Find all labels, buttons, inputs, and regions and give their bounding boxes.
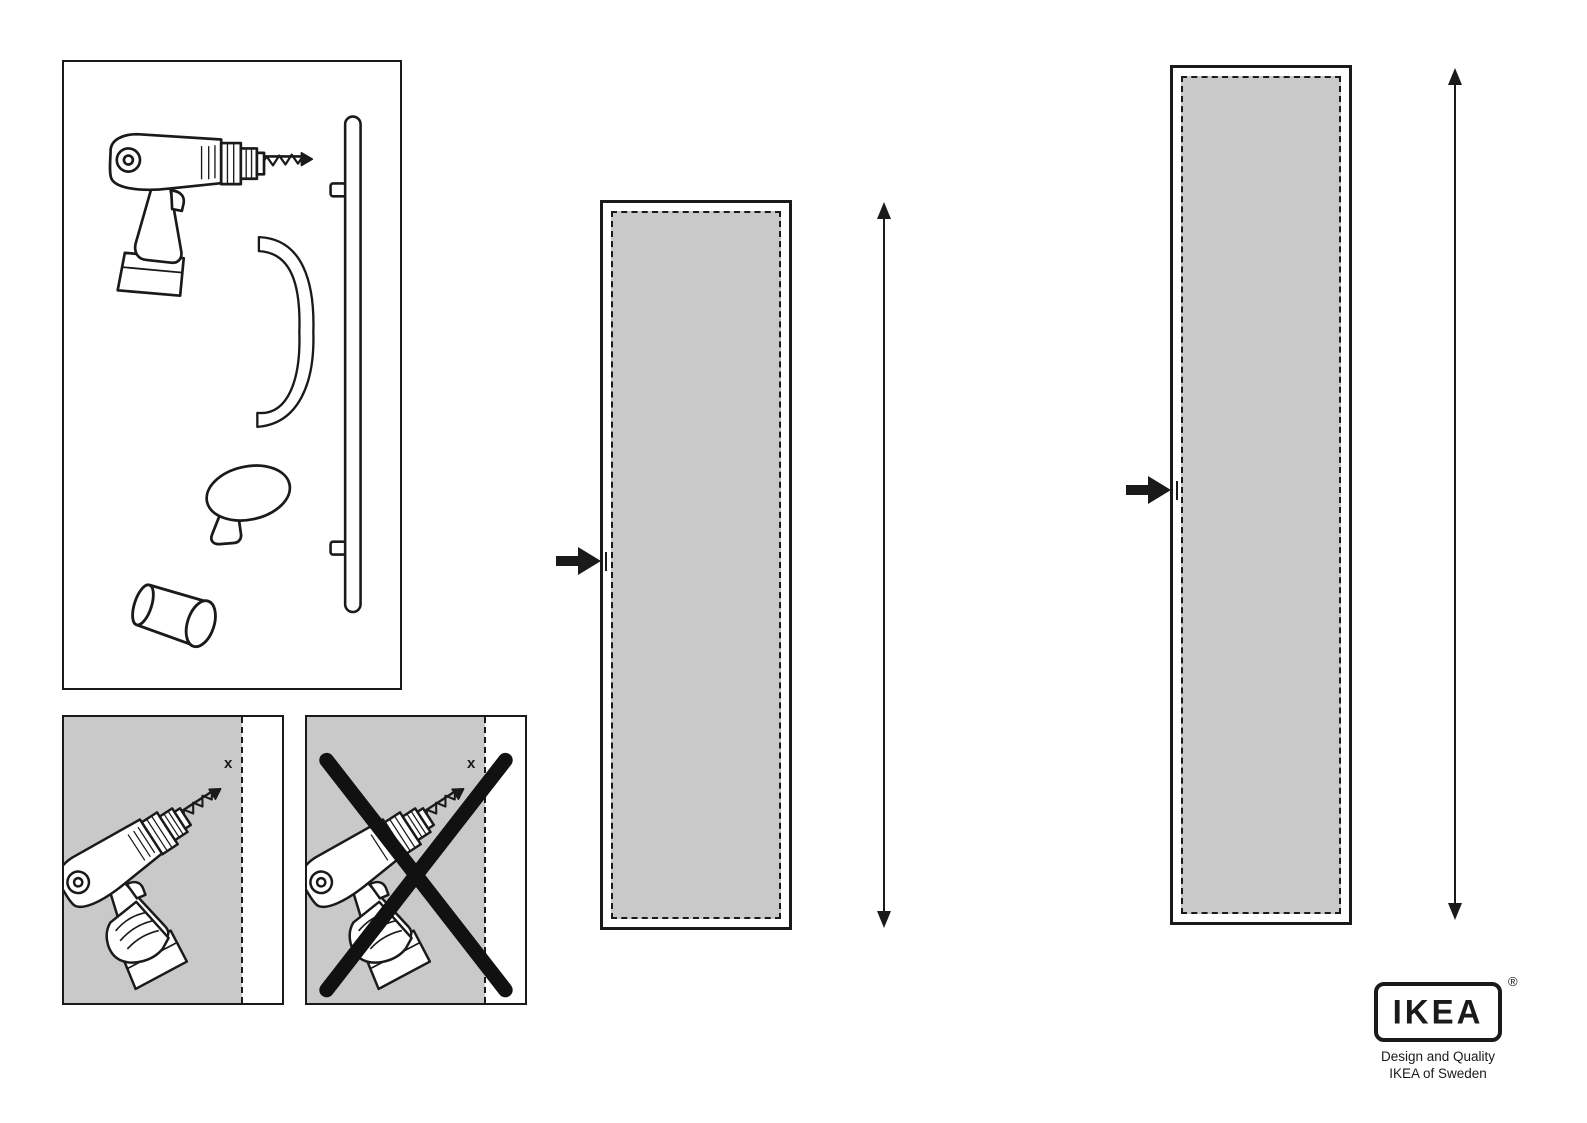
parts-overview-box — [62, 60, 402, 690]
height-dimension-arrow — [877, 202, 891, 928]
drill-line-marker — [484, 717, 486, 1003]
cylinder-knob-icon — [131, 583, 217, 649]
position-arrow-icon — [1126, 476, 1171, 504]
correct-drilling-panel: x — [62, 715, 284, 1005]
height-dimension-arrow — [1448, 68, 1462, 920]
drill-line-marker — [241, 717, 243, 1003]
prohibition-cross-icon — [319, 752, 513, 998]
position-arrow-icon — [556, 547, 601, 575]
logo-tagline-line2: IKEA of Sweden — [1389, 1066, 1487, 1081]
logo-tagline: Design and Quality IKEA of Sweden — [1358, 1048, 1518, 1082]
drill-point-mark: x — [467, 755, 476, 772]
registered-mark: ® — [1508, 974, 1518, 989]
ikea-logo-text: IKEA — [1392, 992, 1484, 1031]
drill-point-mark: x — [224, 755, 233, 772]
round-knob-icon — [205, 464, 292, 546]
d-handle-icon — [256, 235, 315, 429]
position-tick — [605, 552, 607, 571]
ikea-logo: IKEA ® — [1374, 974, 1524, 1042]
door-panel-a — [600, 200, 792, 930]
position-tick — [1176, 481, 1178, 500]
door-front-area — [1181, 76, 1341, 914]
logo-tagline-line1: Design and Quality — [1380, 1049, 1496, 1064]
door-front-area — [611, 211, 781, 919]
ikea-logo-box: IKEA — [1374, 982, 1502, 1042]
bar-handle-icon — [329, 115, 362, 614]
door-panel-b — [1170, 65, 1352, 925]
incorrect-drilling-panel: x — [305, 715, 527, 1005]
